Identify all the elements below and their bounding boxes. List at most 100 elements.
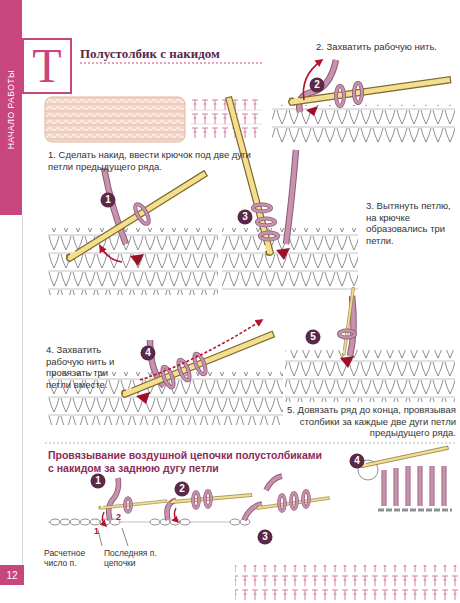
step-illustration xyxy=(285,287,455,402)
step-illustration xyxy=(279,495,285,511)
callout-number: 2 xyxy=(314,77,320,93)
step-illustration xyxy=(125,498,131,512)
step-illustration xyxy=(48,168,218,295)
step-illustration xyxy=(244,476,282,520)
step-illustration xyxy=(133,202,152,226)
step-illustration xyxy=(384,466,444,506)
callout-number: 4 xyxy=(354,453,360,469)
step-illustration xyxy=(48,228,218,295)
step-illustration xyxy=(257,219,275,226)
step-illustration xyxy=(253,205,271,212)
callout-number: 5 xyxy=(305,329,321,345)
step-illustration xyxy=(257,219,275,226)
step-illustration xyxy=(130,254,144,266)
step-illustration xyxy=(286,150,296,244)
callout-number: 1 xyxy=(95,473,101,489)
step-illustration xyxy=(176,358,192,381)
step-illustration xyxy=(336,86,344,106)
callout-number: 2 xyxy=(174,481,190,497)
step-illustration xyxy=(193,492,199,508)
callout-number: 1 xyxy=(105,192,111,208)
step-illustration xyxy=(360,445,449,468)
section-heading: Провязывание воздушной цепочки полустолб… xyxy=(48,449,323,475)
step-text: 2. Захватить рабочую нить. xyxy=(316,41,458,53)
step-text: 1. Сделать накид, ввести крючок под две … xyxy=(48,149,270,172)
step-illustration xyxy=(303,491,309,507)
step-illustration xyxy=(193,492,199,508)
stitch-chart xyxy=(190,97,262,139)
step-text: 4. Захватить рабочую нить и провязать тр… xyxy=(46,344,126,390)
stitch-swatch xyxy=(45,97,185,142)
step-illustration xyxy=(140,320,262,380)
step-illustration xyxy=(286,150,296,244)
step-illustration xyxy=(299,60,336,112)
section-band: НАЧАЛО РАБОТЫ xyxy=(0,0,22,215)
step-illustration xyxy=(98,478,167,526)
callout-number: 4 xyxy=(140,345,156,361)
step-illustration xyxy=(253,205,271,212)
stitch-chart xyxy=(235,565,460,603)
section-name: НАЧАЛО РАБОТЫ xyxy=(6,70,16,149)
step-illustration xyxy=(342,287,355,355)
section-divider xyxy=(45,443,455,444)
step-illustration xyxy=(288,76,451,106)
step-illustration xyxy=(192,352,208,375)
initial-letter-text: Т xyxy=(32,41,61,91)
callout-circle xyxy=(141,346,156,361)
step-illustration xyxy=(120,330,274,398)
step-illustration xyxy=(176,358,192,381)
step-illustration xyxy=(291,493,297,509)
page-edge xyxy=(22,215,23,565)
stitch-chart xyxy=(190,124,262,125)
step-illustration xyxy=(354,83,362,103)
callout-circle xyxy=(101,193,116,208)
step-illustration xyxy=(291,493,297,509)
chain-mark: 1 xyxy=(94,526,104,538)
step-illustration xyxy=(133,202,152,226)
callout-number: 2 xyxy=(179,481,185,497)
heading-rule xyxy=(80,62,262,63)
page-number: 12 xyxy=(6,570,17,581)
chain-row xyxy=(50,519,250,525)
callout-number: 3 xyxy=(262,529,268,545)
step-illustration xyxy=(174,508,178,522)
callout-number: 2 xyxy=(309,77,325,93)
step-illustration xyxy=(303,491,309,507)
step-illustration xyxy=(260,233,278,240)
step-illustration xyxy=(285,350,455,402)
chain-mark: 2 xyxy=(116,512,126,524)
step-illustration xyxy=(244,476,329,520)
callout-number: 1 xyxy=(100,192,116,208)
initial-letter: Т xyxy=(22,38,72,94)
step-illustration xyxy=(340,356,354,368)
callout-number: 4 xyxy=(349,453,365,469)
stitch-chart xyxy=(190,97,262,139)
step-illustration xyxy=(358,445,452,510)
step-illustration xyxy=(306,106,318,116)
callout-number: 3 xyxy=(257,529,273,545)
callout-number: 4 xyxy=(145,345,151,361)
callout-circle xyxy=(350,454,365,469)
step-illustration xyxy=(339,331,355,338)
step-illustration xyxy=(222,97,358,290)
callout-circle xyxy=(258,530,273,545)
step-illustration xyxy=(260,233,278,240)
chain-note: Последняя п. цепочки xyxy=(104,548,168,568)
step-illustration xyxy=(279,495,285,511)
step-illustration xyxy=(336,86,344,106)
step-illustration xyxy=(299,60,336,112)
chain-row xyxy=(48,519,250,546)
callout-circle xyxy=(238,210,253,225)
section-divider xyxy=(45,443,455,444)
step-illustration xyxy=(339,331,355,338)
callout-number: 3 xyxy=(237,209,253,225)
chain-note: Расчетное число п. xyxy=(44,548,100,568)
callout-number: 1 xyxy=(90,473,106,489)
step-illustration xyxy=(276,248,290,260)
step-illustration xyxy=(192,352,208,375)
step-illustration xyxy=(100,246,122,262)
step-illustration xyxy=(136,392,150,404)
step-illustration xyxy=(205,491,211,507)
step-illustration xyxy=(65,170,207,263)
